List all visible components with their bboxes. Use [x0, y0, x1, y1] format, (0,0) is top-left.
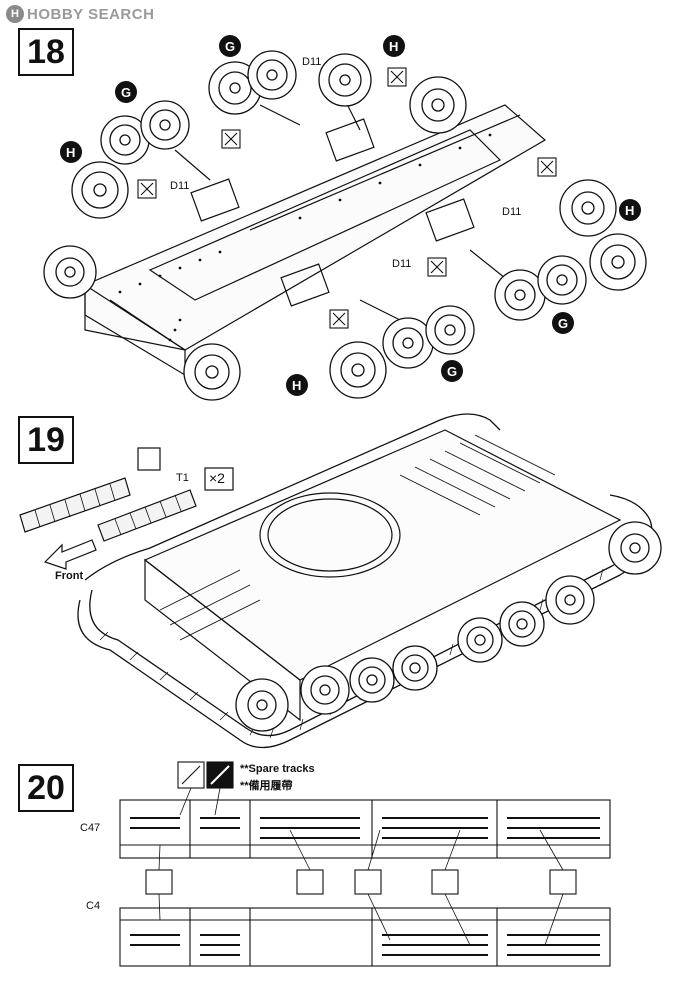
- track-box-indicator: [354, 869, 382, 895]
- road-wheel-g-upper-left-2: [140, 100, 190, 150]
- part-label-d11: D11: [302, 56, 322, 68]
- front-label: Front: [55, 570, 84, 582]
- road-wheel-g-lower: [425, 305, 475, 355]
- tank-wheel: [392, 645, 438, 691]
- part-label-c47: C47: [80, 822, 101, 834]
- step-19-number: 19: [18, 416, 74, 464]
- glue-icon: [427, 257, 447, 277]
- tank-wheel: [499, 601, 545, 647]
- track-left: [84, 413, 501, 581]
- watermark-logo: H: [6, 5, 24, 23]
- idler-wheel-left: [43, 245, 97, 299]
- badge-g: [219, 35, 241, 57]
- road-wheel-g-top: [208, 61, 262, 115]
- badge-g: [552, 312, 574, 334]
- track-box-indicator: [296, 869, 324, 895]
- front-arrow-icon: [43, 539, 97, 570]
- glue-bottle-icon: [137, 447, 161, 471]
- fender-c47: [119, 799, 611, 859]
- part-label-c4: C4: [86, 900, 101, 912]
- road-wheel-right-2: [537, 255, 587, 305]
- spare-tracks-label-en: **Spare tracks: [240, 763, 315, 775]
- road-wheel-lower-1: [183, 343, 241, 401]
- fender-c4: [119, 907, 611, 967]
- tank-wheel: [545, 575, 595, 625]
- suspension-unit: [190, 178, 240, 222]
- suspension-unit: [280, 263, 330, 307]
- suspension-unit: [325, 118, 375, 162]
- glue-icon: [387, 67, 407, 87]
- step-20-number: 20: [18, 764, 74, 812]
- turret-ring: [259, 492, 401, 578]
- track-link-piece: [19, 477, 131, 533]
- road-wheel-h-lower: [329, 341, 387, 399]
- watermark-text: HOBBY SEARCH: [27, 5, 155, 23]
- hull-rivets: [118, 133, 492, 342]
- road-wheel-g-top-2: [247, 50, 297, 100]
- road-wheel-g-upper-left: [100, 115, 150, 165]
- road-wheel-h-top: [318, 53, 372, 107]
- track-part-label-t1: T1: [176, 472, 189, 484]
- badge-h: [286, 374, 308, 396]
- part-label-d11: D11: [170, 180, 190, 192]
- tank-wheel: [235, 678, 289, 732]
- track-box-indicator: [549, 869, 577, 895]
- spare-tracks-label-jp: **備用履帶: [240, 780, 293, 792]
- badge-g: [115, 81, 137, 103]
- badge-h: [60, 141, 82, 163]
- watermark: H HOBBY SEARCH: [6, 4, 154, 24]
- glue-icon: [537, 157, 557, 177]
- part-label-d11: D11: [502, 206, 522, 218]
- track-box-indicator: [145, 869, 173, 895]
- part-label-d11: D11: [392, 258, 412, 270]
- glue-icon: [329, 309, 349, 329]
- badge-label-g: G: [225, 39, 236, 54]
- badge-h: [619, 199, 641, 221]
- tank-wheel: [300, 665, 350, 715]
- badge-label-h: H: [66, 145, 76, 160]
- badge-g: [441, 360, 463, 382]
- badge-label-h: H: [389, 39, 399, 54]
- road-wheel-lower-3: [382, 317, 434, 369]
- tank-wheel: [457, 617, 503, 663]
- tank-hull-front: [144, 558, 301, 722]
- sprocket-right: [559, 179, 617, 237]
- glue-icon: [137, 179, 157, 199]
- track-box-indicator: [431, 869, 459, 895]
- badge-label-g: G: [121, 85, 132, 100]
- tank-wheel: [349, 657, 395, 703]
- suspension-unit: [425, 198, 475, 242]
- tank-sprocket: [608, 521, 662, 575]
- engine-deck-louvers: [399, 434, 556, 516]
- badge-label-g: G: [558, 316, 569, 331]
- badge-h: [383, 35, 405, 57]
- quantity-label: ×2: [209, 470, 225, 486]
- badge-label-h: H: [292, 378, 302, 393]
- badge-label-h: H: [625, 203, 635, 218]
- sprocket-upper: [409, 76, 467, 134]
- badge-label-g: G: [447, 364, 458, 379]
- glue-icon: [221, 129, 241, 149]
- quantity-box: [204, 467, 234, 491]
- hull-body: [84, 104, 547, 351]
- leader-lines: [158, 787, 564, 946]
- track-link-piece: [97, 489, 197, 542]
- road-wheel-h-right: [589, 233, 647, 291]
- road-wheel-right-1: [494, 269, 546, 321]
- road-wheel-h-upper-left: [71, 161, 129, 219]
- step-18-number: 18: [18, 28, 74, 76]
- hull-top-deck: [148, 129, 502, 301]
